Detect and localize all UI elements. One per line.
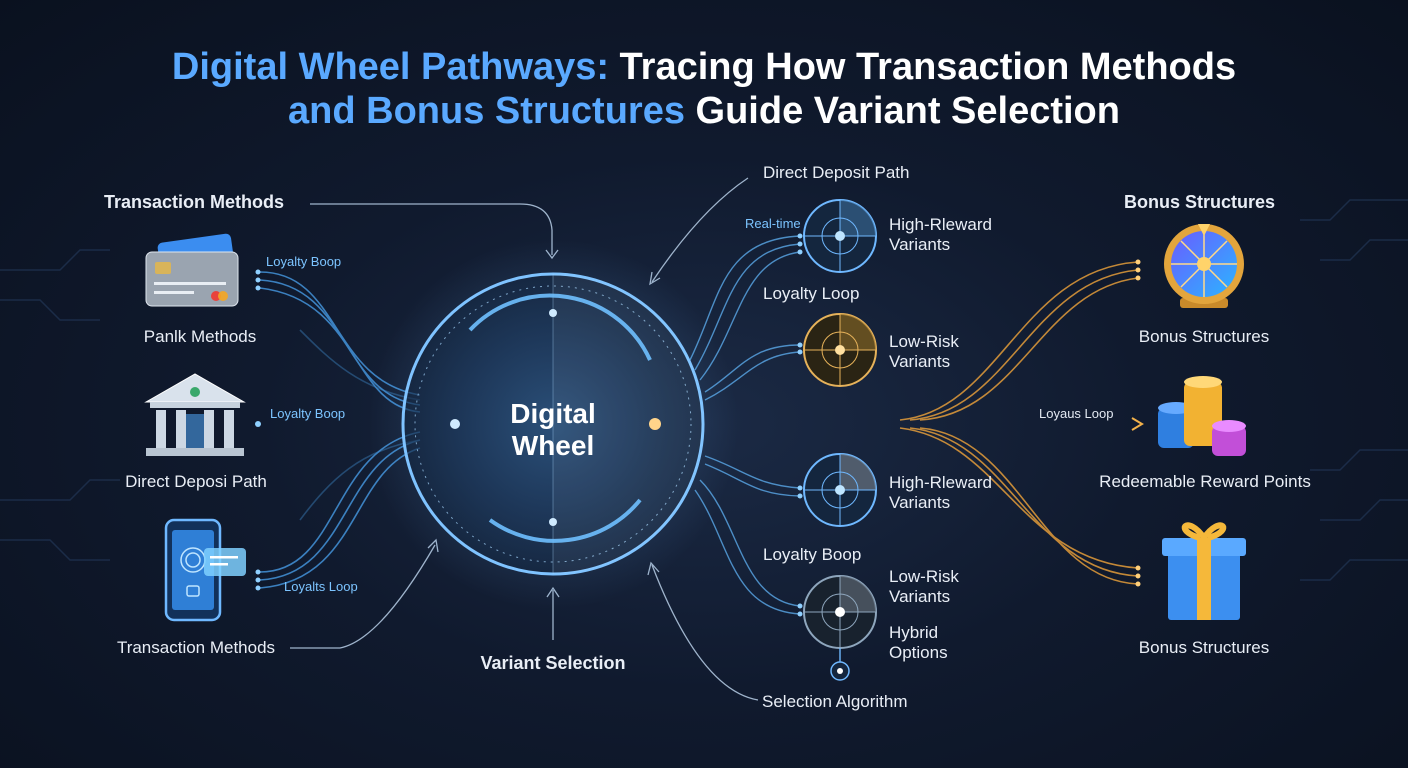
right-heading: Bonus Structures: [1124, 192, 1276, 212]
left-item-label-2: Direct Deposi Path: [125, 472, 267, 491]
variant-3-line-1: High-Rleward: [889, 473, 992, 492]
title-rest-1: Tracing How Transaction Methods: [609, 46, 1237, 88]
hybrid-line-1: Hybrid: [889, 623, 939, 642]
algorithm-node: [830, 648, 850, 681]
direct-deposit-path-label: Direct Deposit Path: [763, 163, 910, 182]
variant-2-line-2: Variants: [889, 352, 951, 371]
hub-label-line-2: Wheel: [511, 430, 595, 461]
title-highlight-1: Digital Wheel Pathways:: [171, 46, 609, 88]
variant-connector-dots: [797, 233, 803, 617]
right-item-label-1: Bonus Structures: [1138, 327, 1270, 346]
title-highlight-2: and Bonus Structures: [288, 90, 685, 132]
hub-label-line-1: Digital: [510, 398, 596, 429]
variant-4-line-2: Variants: [889, 587, 951, 606]
variant-dial-low-risk-2: [803, 575, 877, 649]
page-title-line-2: and Bonus Structures Guide Variant Selec…: [0, 88, 1408, 134]
right-item-label-3: Bonus Structures: [1138, 638, 1270, 657]
variant-3-line-2: Variants: [889, 493, 951, 512]
loyalty-loop-label: Loyalty Loop: [763, 284, 860, 303]
left-item-label-3: Transaction Methods: [116, 638, 276, 657]
left-tag-1: Loyalty Boop: [266, 254, 342, 269]
right-center-tag: Loyaus Loop: [1039, 406, 1114, 421]
variant-dial-high-reward-2: [803, 453, 877, 527]
left-item-label-1: Panlk Methods: [143, 327, 257, 346]
left-tag-3: Loyalts Loop: [284, 579, 358, 594]
realtime-tag: Real-time: [745, 216, 801, 231]
left-tag-2: Loyalty Boop: [270, 406, 346, 421]
bank-icon: [144, 373, 246, 456]
coin-stack-icon: [1158, 376, 1246, 456]
variant-1-line-1: High-Rleward: [889, 215, 992, 234]
page-title-line-1: Digital Wheel Pathways: Tracing How Tran…: [0, 44, 1408, 90]
variant-4-line-1: Low-Risk: [889, 567, 959, 586]
hybrid-line-2: Options: [889, 643, 948, 662]
loyalty-boop-label: Loyalty Boop: [763, 545, 862, 564]
variant-1-line-2: Variants: [889, 235, 951, 254]
gift-box-icon: [1162, 522, 1246, 620]
digital-wheel-hub: [368, 239, 738, 609]
credit-card-icon: [145, 233, 239, 307]
selection-algorithm-label: Selection Algorithm: [762, 692, 908, 711]
circuit-background: [0, 199, 1408, 581]
smartphone-icon: [164, 518, 246, 622]
variant-dial-high-reward-1: [803, 199, 877, 273]
right-connector-dots: [1135, 259, 1141, 587]
variant-flow-lines: [689, 235, 801, 615]
right-flow-lines: [899, 261, 1139, 585]
right-item-label-2: Redeemable Reward Points: [1099, 472, 1311, 491]
variant-dial-low-risk-1: [803, 313, 877, 387]
prize-wheel-icon: [1164, 224, 1244, 308]
left-heading: Transaction Methods: [104, 192, 285, 212]
variant-selection-label: Variant Selection: [480, 653, 626, 673]
title-rest-2: Guide Variant Selection: [684, 90, 1120, 132]
left-connector-dots: [255, 269, 261, 591]
variant-2-line-1: Low-Risk: [889, 332, 959, 351]
